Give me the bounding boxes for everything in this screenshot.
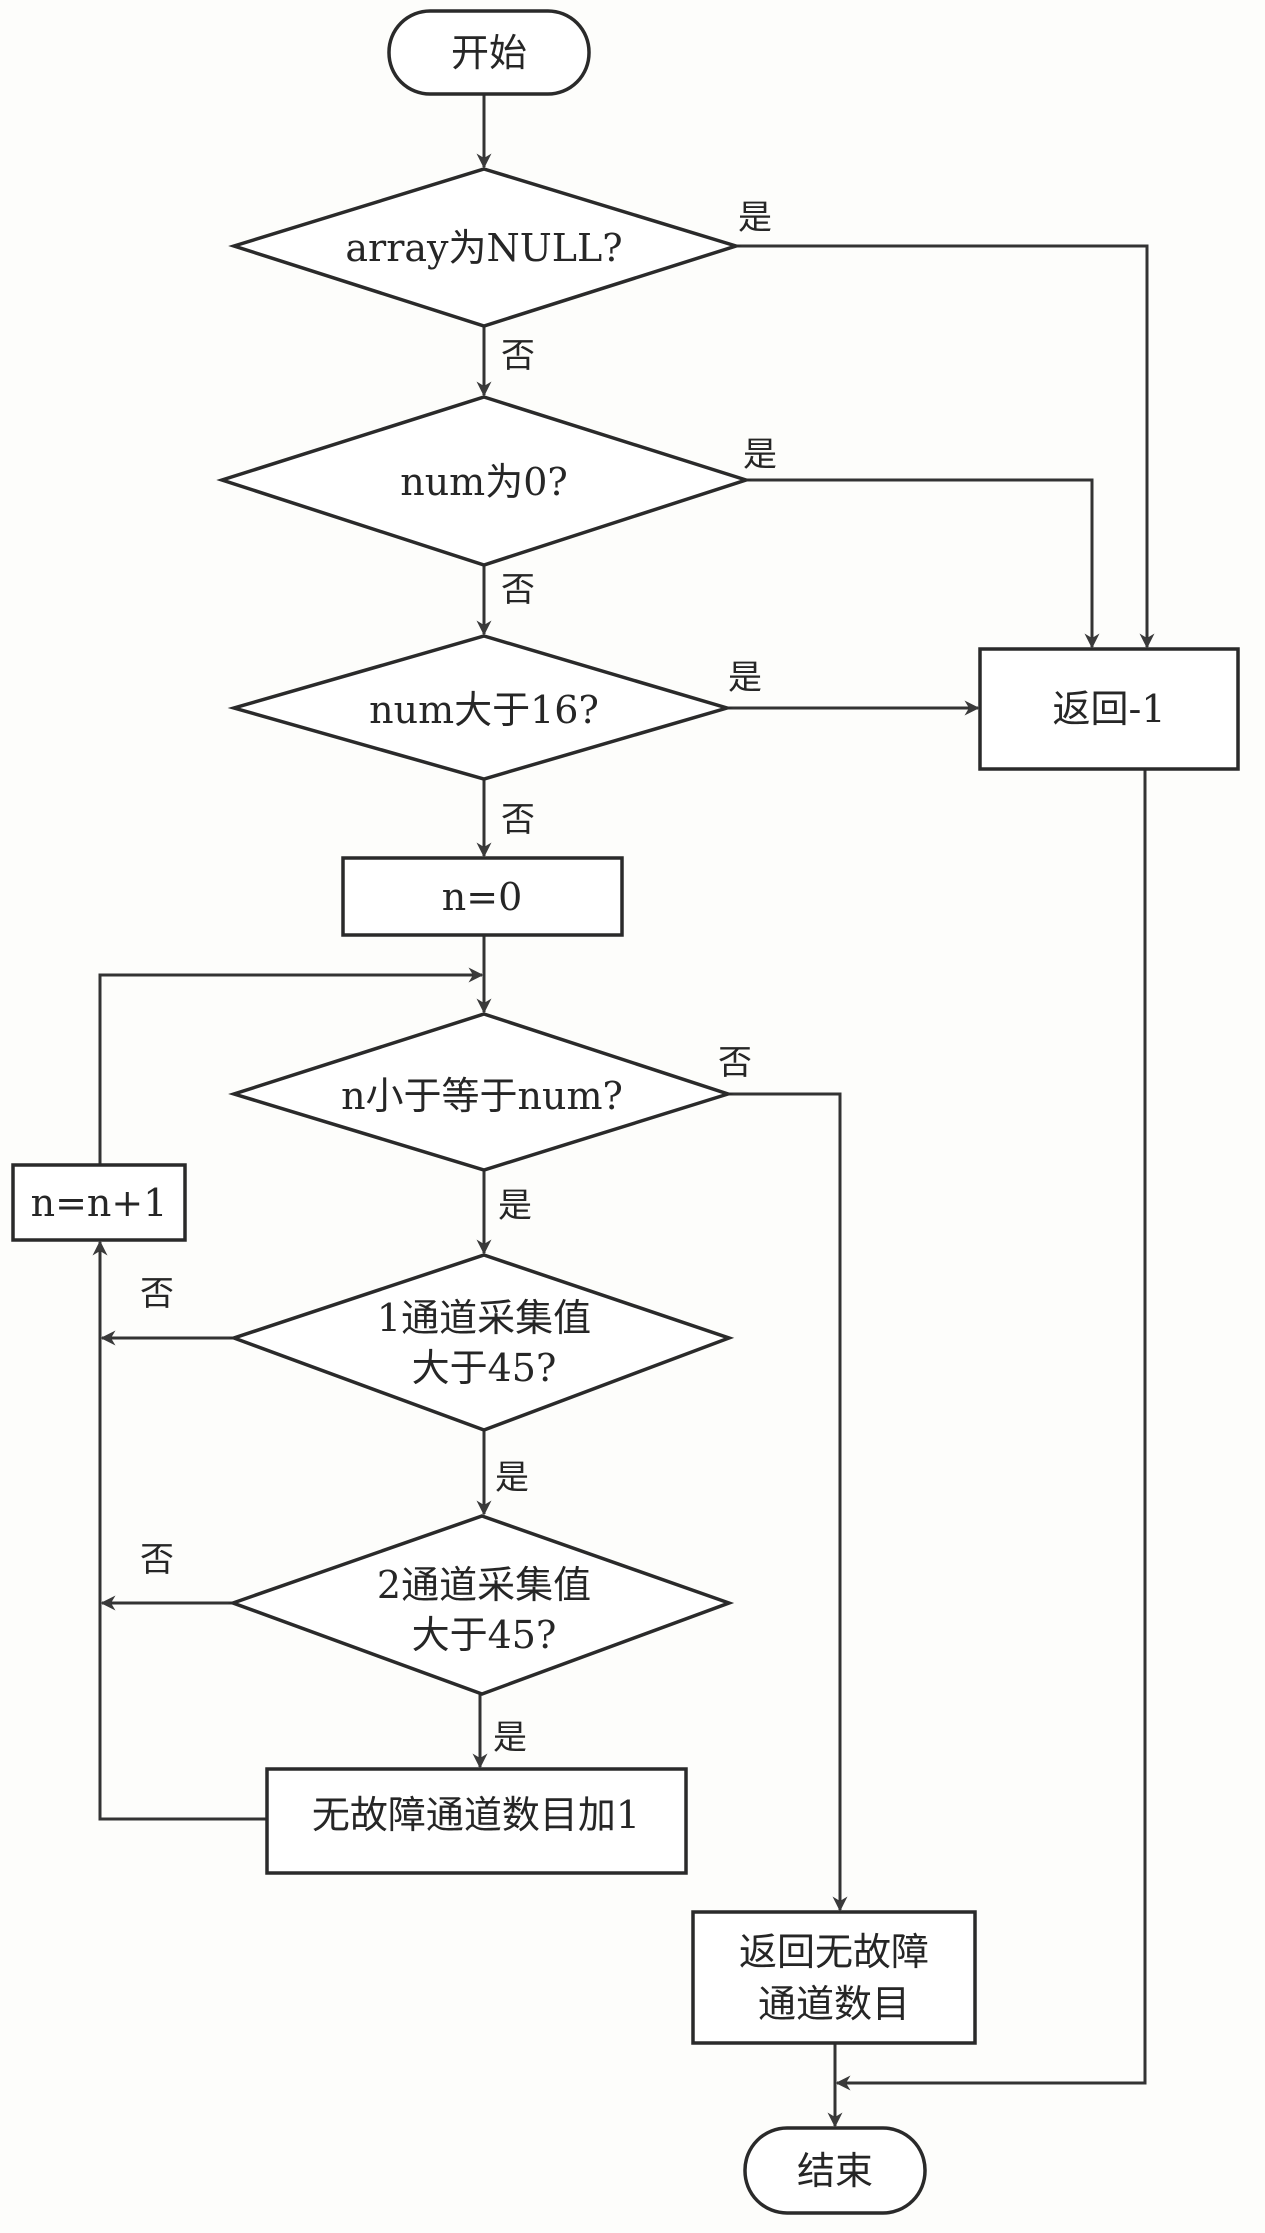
process-label: n=0 [442,875,523,919]
process-increment-n: n=n+1 [11,1163,187,1242]
edges [92,94,1155,2128]
process-label-line1: 返回无故障 [739,1930,929,1974]
process-increment-count: 无故障通道数目加1 [265,1767,688,1875]
decision-label-line2: 大于45? [412,1346,557,1390]
decision-label: num大于16? [369,688,599,732]
edge-label-d4-no: 否 [718,1043,752,1083]
edge-d2-yes [746,478,1100,649]
decision-shape [216,395,752,567]
edge-label-d2-no: 否 [501,570,535,610]
edge-return-neg1-to-end [835,769,1147,2091]
decision-label-line1: 2通道采集值 [377,1563,591,1607]
decision-label: array为NULL? [345,226,622,270]
edge-label-d1-yes: 是 [738,198,772,238]
end-label: 结束 [797,2149,873,2193]
edge-label-d5-no: 否 [140,1274,174,1314]
decision-num-gt16: num大于16? [227,634,734,781]
edge-label-d5-yes: 是 [495,1458,529,1498]
decision-loop-condition: n小于等于num? [228,1012,734,1172]
edge-label-d3-yes: 是 [728,658,762,698]
decision-shape [228,1253,735,1432]
terminator-shape [743,2126,927,2215]
edge-loop-back [98,967,484,1165]
node-start: 开始 [387,9,591,96]
decision-label: n小于等于num? [341,1074,623,1118]
decision-shape [228,1012,734,1172]
process-return-neg1: 返回-1 [978,647,1240,771]
process-return-count: 返回无故障 通道数目 [691,1910,977,2045]
start-label: 开始 [451,31,527,75]
process-label: 无故障通道数目加1 [312,1793,640,1837]
process-shape [11,1163,187,1242]
process-label: 返回-1 [1052,687,1165,731]
decision-label-line2: 大于45? [412,1613,557,1657]
decision-label: num为0? [400,460,568,504]
terminator-shape [387,9,591,96]
decision-shape [227,1514,735,1696]
edge-d1-yes [736,244,1155,649]
decision-ch2: 2通道采集值 大于45? [227,1514,735,1696]
process-label-line2: 通道数目 [758,1982,910,2026]
decision-array-null: array为NULL? [228,167,742,328]
process-shape [265,1767,688,1875]
process-shape [341,856,624,937]
edge-label-d6-yes: 是 [493,1718,527,1758]
node-end: 结束 [743,2126,927,2215]
process-label: n=n+1 [31,1181,168,1225]
decision-num-zero: num为0? [216,395,752,567]
edge-label-d3-no: 否 [501,800,535,840]
edge-label-d6-no: 否 [140,1540,174,1580]
process-shape [691,1910,977,2045]
process-shape [978,647,1240,771]
process-init-n: n=0 [341,856,624,937]
edge-labels: 是 否 是 否 是 否 否 是 否 是 否 是 [140,198,777,1758]
edge-label-d1-no: 否 [501,336,535,376]
decision-shape [227,634,734,781]
edge-label-d2-yes: 是 [743,435,777,475]
decision-ch1: 1通道采集值 大于45? [228,1253,735,1432]
decision-shape [228,167,742,328]
decision-label-line1: 1通道采集值 [377,1296,591,1340]
edge-label-d4-yes: 是 [498,1186,532,1226]
edge-d4-no [728,1092,848,1912]
edge-count-to-loop [92,1240,267,1821]
